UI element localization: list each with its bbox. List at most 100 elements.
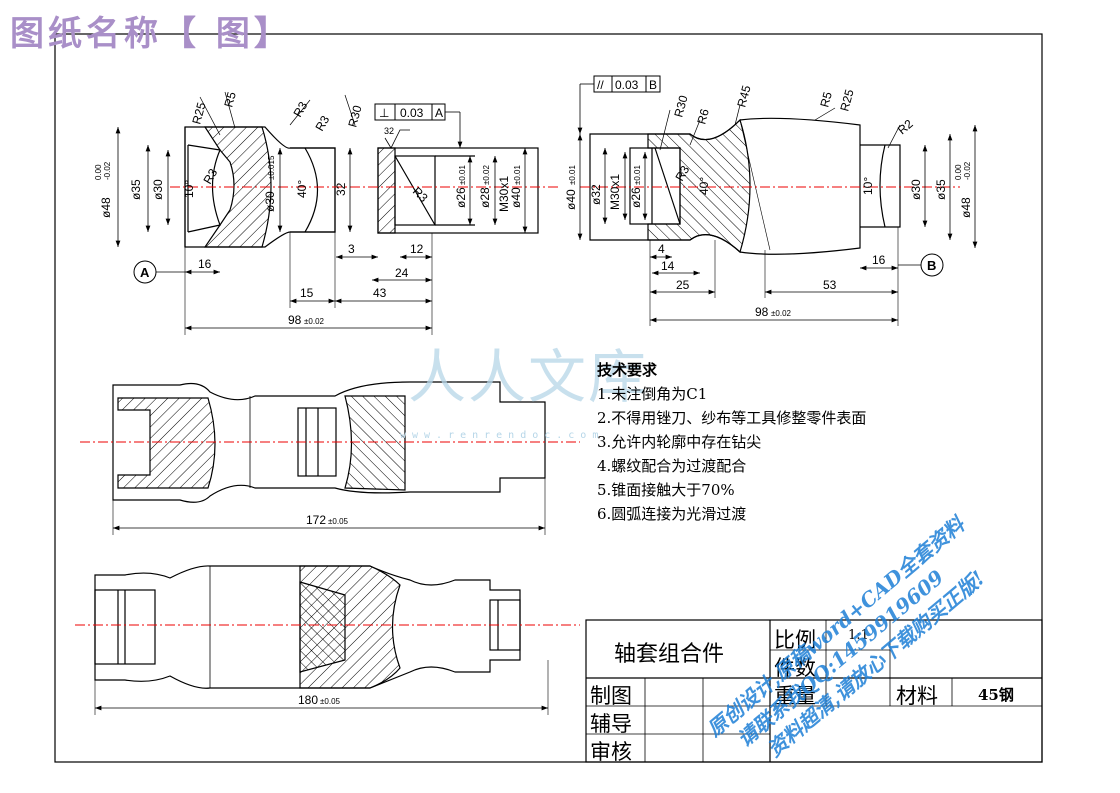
left-d40-tol: ±0.01 bbox=[513, 164, 522, 185]
right-ang10: 10° bbox=[861, 177, 875, 195]
right-r30: R30 bbox=[671, 94, 690, 119]
left-d28: ø28 bbox=[478, 187, 492, 208]
right-ang40: 40° bbox=[697, 177, 711, 195]
right-r6: R6 bbox=[694, 107, 712, 126]
tb-material-label: 材料 bbox=[896, 684, 938, 708]
assembly2-tol: ±0.05 bbox=[320, 697, 341, 706]
right-l53: 53 bbox=[823, 278, 837, 292]
right-l25: 25 bbox=[676, 278, 690, 292]
left-r25: R25 bbox=[189, 101, 208, 126]
left-d30b: ø30 bbox=[263, 191, 277, 212]
right-d32: ø32 bbox=[589, 184, 603, 205]
left-l16: 16 bbox=[198, 257, 212, 271]
left-d40: ø40 bbox=[509, 187, 523, 208]
left-d30b-tol: ±0.015 bbox=[267, 155, 276, 180]
assembly1-tol: ±0.05 bbox=[328, 517, 349, 526]
tech-title: 技术要求 bbox=[597, 361, 658, 379]
tb-check-label: 审核 bbox=[590, 740, 632, 764]
left-l98-tol: ±0.02 bbox=[304, 317, 325, 326]
left-part-view bbox=[115, 91, 560, 335]
left-r5: R5 bbox=[221, 90, 239, 109]
left-ang10: 10° bbox=[182, 180, 196, 198]
tb-part-name: 轴套组合件 bbox=[614, 642, 725, 667]
right-l4: 4 bbox=[658, 242, 665, 256]
tb-weight-label: 重量 bbox=[774, 684, 816, 708]
left-d48: ø48 bbox=[99, 197, 113, 218]
right-l98-tol: ±0.02 bbox=[771, 309, 792, 318]
right-d40: ø40 bbox=[564, 189, 578, 210]
left-l12: 12 bbox=[410, 242, 424, 256]
assembly-view-2 bbox=[75, 565, 580, 715]
title-block bbox=[585, 619, 1043, 763]
tech-item: 5.锥面接触大于70% bbox=[597, 481, 735, 499]
left-rough: 32 bbox=[384, 126, 394, 136]
tech-item: 2.不得用锉刀、纱布等工具修整零件表面 bbox=[597, 409, 867, 427]
tech-item: 6.圆弧连接为光滑过渡 bbox=[597, 505, 747, 523]
tb-qty-label: 件数 bbox=[774, 656, 816, 680]
right-m30: M30x1 bbox=[608, 174, 622, 210]
assembly2-hatch-2 bbox=[299, 581, 346, 673]
assembly1-hatch-2 bbox=[344, 395, 406, 491]
left-d48-tol-up: 0.00 bbox=[94, 164, 103, 180]
left-r30: R30 bbox=[345, 104, 364, 129]
left-d28-tol: ±0.02 bbox=[482, 164, 491, 185]
right-label-b: B bbox=[927, 258, 936, 273]
left-hatch-2 bbox=[377, 147, 396, 234]
left-ang40: 40° bbox=[295, 180, 309, 198]
right-d35: ø35 bbox=[934, 179, 948, 200]
right-d48-tol-dn: -0.02 bbox=[963, 161, 972, 180]
watermark-url: www.renrendoc.com bbox=[400, 430, 605, 441]
right-d40-tol: ±0.01 bbox=[568, 164, 577, 185]
left-d30: ø30 bbox=[151, 179, 165, 200]
right-hatch-1 bbox=[647, 118, 751, 254]
tb-material-value: 45钢 bbox=[978, 686, 1014, 704]
right-d30: ø30 bbox=[909, 179, 923, 200]
left-d26: ø26 bbox=[454, 187, 468, 208]
left-d26-tol: ±0.01 bbox=[458, 164, 467, 185]
right-d48-tol-up: 0.00 bbox=[954, 164, 963, 180]
tech-requirements: 技术要求 1.未注倒角为C1 2.不得用锉刀、纱布等工具修整零件表面 3.允许内… bbox=[597, 358, 866, 526]
right-part-view bbox=[577, 75, 978, 326]
tb-guide-label: 辅导 bbox=[590, 712, 632, 736]
tb-scale-label: 比例 bbox=[774, 628, 816, 652]
left-l43: 43 bbox=[373, 286, 387, 300]
assembly2-len: 180 bbox=[298, 693, 318, 707]
left-n32: 32 bbox=[334, 182, 348, 196]
tech-item: 3.允许内轮廓中存在钻尖 bbox=[597, 433, 762, 451]
left-r3c: R3 bbox=[312, 113, 332, 134]
right-par-sym: // bbox=[597, 78, 604, 92]
left-l15: 15 bbox=[300, 286, 314, 300]
right-d26: ø26 bbox=[629, 187, 643, 208]
left-m30: M30x1 bbox=[497, 176, 511, 212]
left-r3a: R3 bbox=[200, 166, 220, 187]
right-r5: R5 bbox=[817, 90, 835, 109]
tech-item: 4.螺纹配合为过渡配合 bbox=[597, 457, 747, 475]
sheet-border bbox=[54, 33, 1043, 763]
right-r2: R2 bbox=[895, 117, 916, 138]
left-l24: 24 bbox=[395, 266, 409, 280]
assembly1-hatch-1 bbox=[117, 397, 216, 489]
right-l14: 14 bbox=[661, 259, 675, 273]
left-perp-sym: ⊥ bbox=[379, 106, 389, 120]
left-r3b: R3 bbox=[290, 99, 310, 120]
right-d26-tol: ±0.01 bbox=[633, 164, 642, 185]
assembly1-len: 172 bbox=[306, 513, 326, 527]
left-label-a: A bbox=[140, 265, 150, 280]
left-d48-tol-dn: -0.02 bbox=[103, 161, 112, 180]
assembly-view-1 bbox=[80, 381, 580, 535]
left-l3: 3 bbox=[348, 242, 355, 256]
right-l98: 98 bbox=[755, 305, 769, 319]
drawing-title: 图纸名称【 图】 bbox=[10, 14, 292, 54]
right-l16: 16 bbox=[872, 253, 886, 267]
right-par-val: 0.03 bbox=[615, 78, 639, 92]
tb-scale-value: 1:1 bbox=[848, 628, 869, 643]
right-r3: R3 bbox=[672, 163, 692, 184]
left-l98: 98 bbox=[288, 313, 302, 327]
right-r25: R25 bbox=[837, 88, 856, 113]
right-par-ref: B bbox=[649, 78, 657, 92]
watermark-site: 人人文库 bbox=[408, 343, 649, 411]
right-r45: R45 bbox=[734, 84, 753, 109]
left-d35: ø35 bbox=[129, 179, 143, 200]
right-d48: ø48 bbox=[959, 197, 973, 218]
